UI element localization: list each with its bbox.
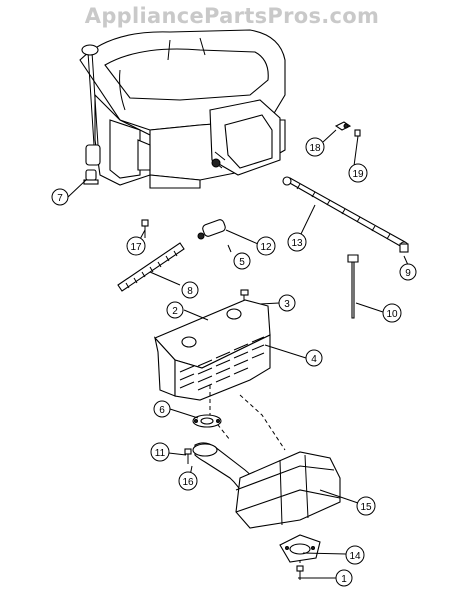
callout-4: 4	[305, 349, 323, 367]
part-11-bolt	[184, 448, 192, 464]
site-watermark: AppliancePartsPros.com	[84, 4, 380, 28]
svg-text:8: 8	[187, 286, 193, 297]
svg-text:6: 6	[159, 405, 165, 416]
svg-text:14: 14	[349, 551, 361, 562]
part-14-deflector	[279, 534, 321, 563]
svg-text:19: 19	[352, 169, 364, 180]
svg-text:12: 12	[260, 242, 272, 253]
callout-8: 8	[181, 281, 199, 299]
callout-3: 3	[278, 294, 296, 312]
part-17-bolt	[141, 219, 149, 238]
part-7-fitting	[83, 169, 99, 185]
part-8-threaded-rod	[117, 242, 185, 292]
callout-6: 6	[153, 400, 171, 418]
callout-11: 11	[150, 442, 170, 462]
part-15-muffler	[192, 442, 341, 529]
svg-text:5: 5	[239, 257, 245, 268]
callout-10: 10	[382, 303, 402, 323]
part-9-nut	[399, 243, 409, 253]
part-4-heat-shield	[154, 299, 271, 401]
callout-13: 13	[287, 232, 307, 252]
part-13-rod	[282, 176, 409, 251]
leader-lines	[67, 129, 409, 579]
callout-14: 14	[345, 545, 365, 565]
part-6-gasket	[192, 414, 222, 428]
part-12-connector	[197, 219, 226, 240]
callout-7: 7	[51, 188, 69, 206]
callout-16: 16	[178, 471, 198, 491]
svg-text:4: 4	[311, 354, 317, 365]
svg-text:7: 7	[57, 193, 63, 204]
svg-text:18: 18	[309, 143, 321, 154]
svg-text:9: 9	[405, 268, 411, 279]
svg-text:17: 17	[130, 242, 142, 253]
part-19-screw	[354, 129, 361, 137]
callout-19: 19	[348, 163, 368, 183]
part-10-tie	[347, 254, 359, 319]
svg-text:2: 2	[172, 306, 178, 317]
svg-text:10: 10	[386, 309, 398, 320]
svg-text:11: 11	[155, 448, 166, 459]
callout-2: 2	[166, 301, 184, 319]
callout-18: 18	[305, 137, 325, 157]
svg-text:15: 15	[360, 502, 372, 513]
callout-1: 1	[335, 569, 353, 587]
callout-12: 12	[256, 236, 276, 256]
callout-17: 17	[126, 236, 146, 256]
svg-text:16: 16	[182, 477, 194, 488]
engine-assembly	[79, 29, 286, 189]
callout-9: 9	[399, 263, 417, 281]
callout-15: 15	[356, 496, 376, 516]
svg-text:3: 3	[284, 299, 290, 310]
svg-text:1: 1	[341, 574, 347, 585]
part-18-clip	[334, 121, 352, 131]
callout-5: 5	[233, 252, 251, 270]
svg-text:13: 13	[291, 238, 303, 249]
